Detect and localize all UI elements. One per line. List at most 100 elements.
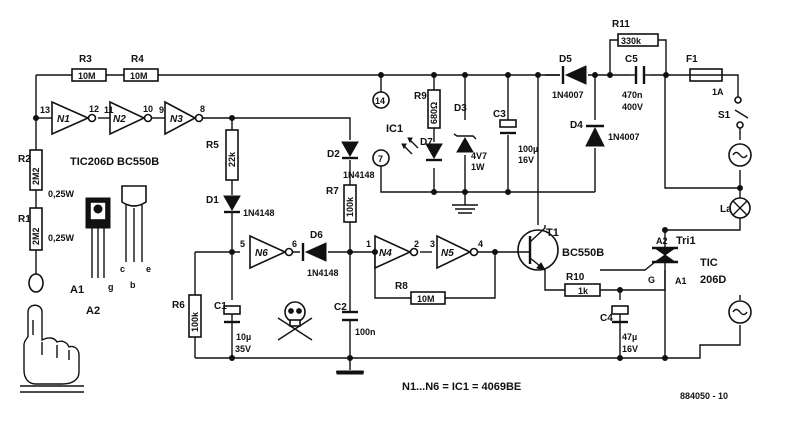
inverter-n1 [51, 100, 97, 136]
n3-name: N3 [170, 114, 183, 125]
d7-label: D7 [420, 137, 433, 148]
c5-label: C5 [625, 54, 638, 65]
c1-value: 10µ [236, 332, 251, 342]
d3-voltage: 4V7 [471, 151, 487, 161]
c2-value: 100n [355, 327, 376, 337]
ground-symbol [336, 370, 364, 375]
triac-a2: A2 [656, 236, 668, 246]
c5-voltage: 400V [622, 102, 643, 112]
ic1-pin-7 [372, 149, 390, 167]
lamp-la [729, 197, 751, 219]
d2-label: D2 [327, 149, 340, 160]
c1-label: C1 [214, 301, 227, 312]
pinout-triac-package [85, 197, 111, 278]
c5-value: 470n [622, 90, 643, 100]
n4-name: N4 [379, 248, 392, 259]
pinout-a2: A2 [86, 305, 100, 317]
r7-label: R7 [326, 186, 339, 197]
inverter-gates: N1 13 12 N2 11 10 N3 9 8 N6 5 6 N4 [40, 100, 483, 270]
diode-d4 [585, 124, 605, 147]
mains-top [728, 143, 752, 167]
inverter-n3 [164, 100, 204, 136]
r4-value: 10M [130, 71, 148, 81]
n3-pin-in: 9 [159, 105, 164, 115]
fuse-label: F1 [686, 54, 698, 65]
n1-pin-out: 12 [89, 104, 99, 114]
r9-label: R9 [414, 91, 427, 102]
capacitors: C1 10µ 35V C2 100n C3 100µ 16V C4 47µ 16… [214, 54, 650, 354]
triac-part1: TIC [700, 257, 718, 269]
capacitor-c4 [611, 305, 629, 330]
fuse-rating: 1A [712, 87, 724, 97]
c4-label: C4 [600, 313, 613, 324]
figure-number: 884050 - 10 [680, 391, 728, 401]
resistor-r11 [617, 33, 659, 47]
pinout-title-triac: TIC206D [70, 156, 114, 168]
pinout-transistor-package [121, 185, 147, 262]
resistor-r5 [225, 129, 239, 181]
pinout-a1: A1 [70, 284, 84, 296]
zener-diode-d3 [453, 133, 477, 153]
d5-label: D5 [559, 54, 572, 65]
n1-pin-in: 13 [40, 105, 50, 115]
danger-skull-icon [277, 301, 313, 341]
triac-ref: Tri1 [676, 235, 696, 247]
r4-label: R4 [131, 54, 144, 65]
led-d7 [401, 137, 443, 162]
n5-name: N5 [441, 248, 454, 259]
n2-pin-out: 10 [143, 104, 153, 114]
resistor-r2 [29, 149, 43, 191]
c3-label: C3 [493, 109, 506, 120]
capacitor-c3 [499, 119, 517, 135]
ic1-supply: 14 7 IC1 [372, 91, 403, 167]
c4-voltage: 16V [622, 344, 638, 354]
c4-value: 47µ [622, 332, 637, 342]
r6-value: 100k [190, 311, 200, 332]
fuse-f1 [689, 68, 723, 82]
r10-value: 1k [578, 286, 589, 296]
r10-label: R10 [566, 272, 585, 283]
inverter-n5 [436, 234, 479, 270]
diode-d5 [561, 65, 587, 85]
ic1-label: IC1 [386, 123, 403, 135]
d5-part: 1N4007 [552, 90, 584, 100]
capacitor-c5 [630, 66, 650, 84]
resistor-r7 [343, 184, 357, 223]
r7-value: 100k [345, 196, 355, 217]
t1-label: T1 [546, 227, 559, 239]
r11-value: 330k [621, 36, 642, 46]
ic1-pin-14-label: 14 [375, 96, 385, 106]
inverter-n6 [249, 234, 294, 270]
r2-value: 2M2 [31, 167, 41, 185]
diodes: D1 1N4148 D2 1N4148 D3 4V7 1W D4 1N4007 … [206, 54, 640, 278]
resistor-r3 [71, 68, 107, 82]
r6-label: R6 [172, 300, 185, 311]
r2-note: 0,25W [48, 189, 75, 199]
diode-d2 [341, 141, 359, 160]
n4-pin-in: 1 [366, 239, 371, 249]
n2-name: N2 [113, 114, 126, 125]
pinout-g: g [108, 282, 114, 292]
transistor-t1 [495, 225, 559, 271]
t1-part: BC550B [562, 247, 604, 259]
resistor-r10 [564, 283, 601, 297]
r1-value: 2M2 [31, 227, 41, 245]
d3-power: 1W [471, 162, 485, 172]
switch-label: S1 [718, 110, 731, 121]
finger-hand-icon [20, 304, 84, 393]
triac-a1: A1 [675, 276, 687, 286]
capacitor-c1 [223, 305, 241, 330]
resistor-r6 [188, 294, 202, 338]
resistor-r9 [427, 89, 441, 129]
r1-note: 0,25W [48, 233, 75, 243]
r8-label: R8 [395, 281, 408, 292]
lamp-label: La [720, 204, 732, 215]
pinout-title-transistor: BC550B [117, 156, 159, 168]
d4-label: D4 [570, 120, 583, 131]
diode-d6 [301, 242, 327, 262]
mains-bottom [728, 300, 752, 324]
n6-pin-out: 6 [292, 239, 297, 249]
ic-note: N1...N6 = IC1 = 4069BE [402, 381, 521, 393]
triac-gate: G [648, 275, 655, 285]
triac-tri1 [600, 246, 678, 271]
